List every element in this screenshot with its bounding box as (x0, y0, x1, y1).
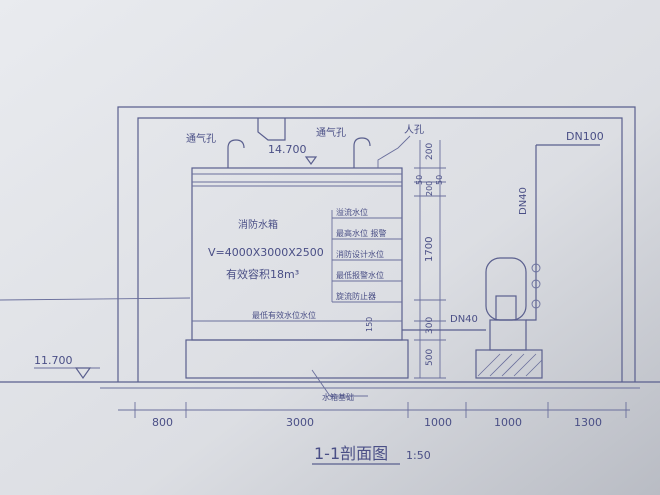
dn40-horizontal-label: DN40 (450, 314, 478, 325)
level-min-effective: 最低有效水位水位 (252, 310, 316, 320)
level-overflow: 溢流水位 (336, 207, 368, 217)
pump-foundation (475, 349, 543, 379)
dim-v-200-mid: 200 (425, 181, 434, 196)
drawing-title: 1-1剖面图 (314, 444, 388, 463)
valve-2 (531, 279, 541, 289)
valve-3 (531, 299, 541, 309)
level-leaders (250, 210, 402, 322)
tank-size: V=4000X3000X2500 (208, 246, 324, 259)
dim-h-1000-b: 1000 (494, 416, 522, 429)
dim-h-ticks (134, 402, 627, 418)
elev-top-marker (304, 156, 318, 166)
dn100-label: DN100 (566, 130, 604, 143)
vent-pipe-left (227, 139, 245, 168)
elev-ground-label: 11.700 (34, 354, 73, 367)
outer-wall (117, 106, 636, 382)
roof-bump (257, 118, 286, 141)
level-high-alarm: 最高水位 报警 (336, 228, 387, 238)
vent-right-label: 通气孔 (316, 126, 346, 139)
dim-v-150: 150 (365, 317, 374, 332)
vent-pipe-right (353, 137, 371, 168)
elev-top-label: 14.700 (268, 143, 307, 156)
elev-ground-marker (74, 367, 92, 380)
dim-h-1300: 1300 (574, 416, 602, 429)
manhole-leader (377, 135, 411, 168)
dim-h-3000: 3000 (286, 416, 314, 429)
discharge-pipe (526, 145, 537, 321)
inner-wall (137, 117, 623, 382)
manhole-label: 人孔 (404, 124, 424, 136)
level-low-alarm: 最低报警水位 (336, 270, 384, 280)
dim-v-200-top: 200 (425, 143, 435, 160)
dim-v-1700: 1700 (424, 237, 435, 262)
foundation-label: 水箱基础 (322, 392, 354, 402)
level-vortex: 旋流防止器 (336, 291, 376, 301)
drawing-scale: 1:50 (406, 449, 431, 462)
tank-volume: 有效容积18m³ (226, 267, 299, 281)
foundation-leader (311, 369, 368, 397)
dim-h-800: 800 (152, 416, 173, 429)
dim-v-50-b: 50 (435, 175, 444, 185)
tank-name: 消防水箱 (238, 218, 278, 231)
level-design: 消防设计水位 (336, 249, 384, 259)
dn40-vertical-label: DN40 (518, 187, 529, 215)
dim-v-50-a: 50 (415, 175, 424, 185)
vent-left-label: 通气孔 (186, 132, 216, 145)
dim-v-300: 300 (425, 317, 435, 334)
dim-v-ticks (414, 167, 446, 379)
tank-foundation (185, 339, 409, 379)
pump-foundation-hatch (477, 353, 543, 377)
dim-h-1000-a: 1000 (424, 416, 452, 429)
dim-v-500: 500 (425, 349, 435, 366)
ref-line (0, 297, 191, 301)
valve-1 (531, 263, 541, 273)
